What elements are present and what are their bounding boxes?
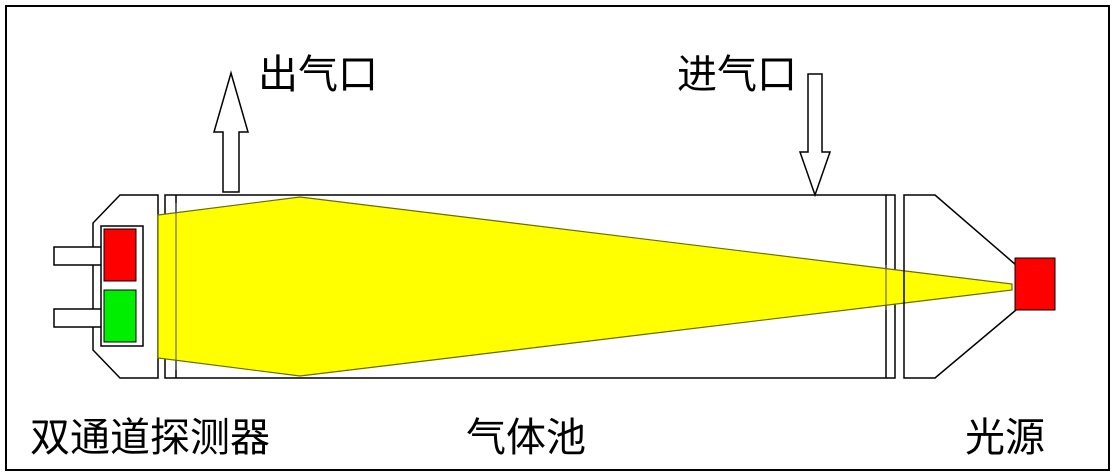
outlet-arrow <box>213 70 249 193</box>
light-beam <box>157 196 1013 377</box>
outlet-label: 出气口 <box>258 52 378 98</box>
detector-label: 双通道探测器 <box>30 415 270 461</box>
light-source-lamp <box>1014 257 1056 311</box>
detector-channel-green <box>103 289 137 343</box>
inlet-label: 进气口 <box>677 52 797 98</box>
inlet-arrow <box>798 73 832 198</box>
detector-channel-red <box>103 228 137 282</box>
gas-cell-label: 气体池 <box>466 415 586 461</box>
detector-pin-bottom <box>53 308 105 328</box>
light-source-label: 光源 <box>965 415 1045 461</box>
detector-pin-top <box>53 246 105 266</box>
